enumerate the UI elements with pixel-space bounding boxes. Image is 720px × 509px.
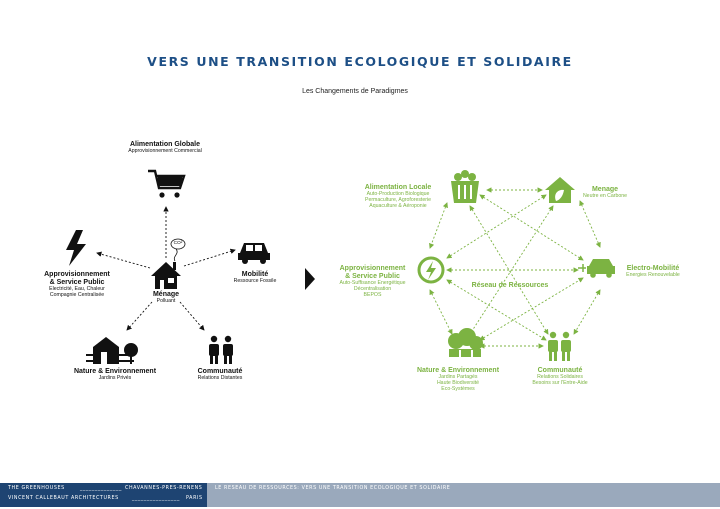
- produce-basket-icon: [451, 170, 479, 203]
- page-subtitle: Les Changements de Paradigmes: [302, 88, 408, 95]
- left-nature-line: Jardins Privés: [98, 375, 132, 382]
- right-alimentation-label: Alimentation Locale Auto-Production Biol…: [348, 184, 448, 210]
- left-mobilite-line: Ressource Fossile: [233, 278, 277, 285]
- right-nature-label: Nature & Environnement Jardins Partagés …: [398, 367, 518, 393]
- left-nature-label: Nature & Environnement Jardins Privés: [55, 368, 175, 382]
- footer-bar: THE GREENHOUSES ______________ CHAVANNES…: [0, 483, 720, 507]
- left-connectors: [96, 206, 236, 331]
- left-approvisionnement-title1: Approvisionnement: [44, 271, 110, 278]
- left-menage-line: Polluant: [156, 298, 176, 305]
- right-network-connectors: [429, 187, 601, 349]
- shopping-cart-icon: [148, 169, 186, 198]
- house-leaf-icon: [545, 177, 575, 203]
- left-nature-title: Nature & Environnement: [73, 368, 157, 375]
- arrow-to-approvisionnement: [96, 251, 151, 269]
- right-center-label: Réseau de Ressources: [471, 282, 549, 289]
- right-menage-label: Menage Neutre en Carbone: [570, 186, 640, 200]
- left-alimentation-label: Alimentation Globale Approvisionnement C…: [95, 141, 235, 155]
- footer-project-divider: ______________: [80, 486, 122, 491]
- left-approvisionnement-line-0: Electricité, Eau, Chaleur: [49, 286, 105, 293]
- right-approvisionnement-line-2: BEPOS: [363, 292, 382, 299]
- footer-architect-divider: ________________: [132, 496, 180, 501]
- left-menage-title: Ménage: [152, 291, 180, 298]
- right-approvisionnement-line-0: Auto-Suffisance Energétique: [339, 280, 406, 287]
- left-approvisionnement-line-1: Compagnie Centralisée: [49, 292, 105, 299]
- footer-caption: LE RESEAU DE RESSOURCES: VERS UNE TRANSI…: [215, 486, 451, 491]
- co2-label: CO²: [173, 241, 183, 246]
- private-house-tree-icon: [86, 337, 138, 364]
- right-communaute-label: Communauté Relations Solidaires Besoins …: [520, 367, 600, 387]
- right-alimentation-title: Alimentation Locale: [364, 184, 432, 191]
- left-mobilite-label: Mobilité Ressource Fossile: [215, 271, 295, 285]
- electric-car-icon: [578, 259, 615, 278]
- right-communaute-line-1: Besoins sur l'Entre-Aide: [532, 380, 588, 387]
- right-alimentation-line-1: Permaculture, Agroforesterie: [364, 197, 432, 204]
- right-nature-title: Nature & Environnement: [416, 367, 500, 374]
- renewable-energy-icon: [417, 256, 445, 284]
- right-approvisionnement-label: Approvisionnement & Service Public Auto-…: [320, 265, 425, 299]
- people-green-icon: [548, 331, 571, 361]
- right-nature-line-2: Eco-Systèmes: [441, 385, 475, 392]
- co2-smoke-icon: [170, 238, 186, 262]
- right-communaute-line-0: Relations Solidaires: [537, 374, 583, 381]
- footer-project-name: THE GREENHOUSES: [8, 486, 65, 491]
- footer-architect-location: PARIS: [186, 496, 203, 501]
- trees-icon: [448, 328, 483, 358]
- right-approvisionnement-title2: & Service Public: [345, 273, 400, 281]
- right-menage-line: Neutre en Carbone: [582, 193, 628, 200]
- footer-project-location: CHAVANNES-PRES-RENENS: [125, 486, 203, 491]
- right-menage-title: Menage: [591, 186, 619, 193]
- right-nature-line-1: Haute Biodiversité: [436, 380, 480, 387]
- right-approvisionnement-title1: Approvisionnement: [339, 265, 406, 272]
- left-mobilite-title: Mobilité: [241, 271, 269, 278]
- house-icon: [151, 262, 181, 289]
- car-icon: [238, 243, 270, 264]
- people-icon: [209, 335, 233, 364]
- left-menage-label: Ménage Polluant: [131, 291, 201, 305]
- footer-credits-box: THE GREENHOUSES ______________ CHAVANNES…: [0, 483, 207, 507]
- left-communaute-title: Communauté: [197, 368, 243, 375]
- footer-architect-name: VINCENT CALLEBAUT ARCHITECTURES: [8, 496, 119, 501]
- right-approvisionnement-line-1: Décentralisation: [353, 286, 392, 293]
- left-communaute-label: Communauté Relations Distantes: [180, 368, 260, 382]
- arrow-to-communaute: [179, 301, 205, 331]
- left-alimentation-line: Approvisionnement Commercial: [128, 148, 202, 155]
- left-approvisionnement-title2: & Service Public: [49, 279, 105, 287]
- right-alimentation-line-0: Auto-Production Biologique: [366, 191, 430, 198]
- left-alimentation-title: Alimentation Globale: [129, 141, 200, 148]
- right-alimentation-line-2: Aquaculture & Aéroponie: [369, 202, 427, 209]
- right-electro-label: Electro-Mobilité Energies Renouvelable: [612, 265, 694, 279]
- left-communaute-line: Relations Distantes: [197, 375, 243, 382]
- arrow-to-nature: [126, 301, 153, 331]
- left-approvisionnement-label: Approvisionnement & Service Public Elect…: [22, 271, 132, 299]
- transition-arrow-icon: [305, 268, 315, 290]
- page-title: VERS UNE TRANSITION ECOLOGIQUE ET SOLIDA…: [147, 54, 573, 69]
- right-communaute-title: Communauté: [537, 367, 583, 374]
- lightning-bolt-icon: [66, 230, 86, 266]
- arrow-to-mobilite: [183, 248, 236, 267]
- right-electro-title: Electro-Mobilité: [626, 265, 680, 272]
- right-nature-line-0: Jardins Partagés: [438, 374, 478, 381]
- right-electro-line: Energies Renouvelable: [626, 272, 680, 279]
